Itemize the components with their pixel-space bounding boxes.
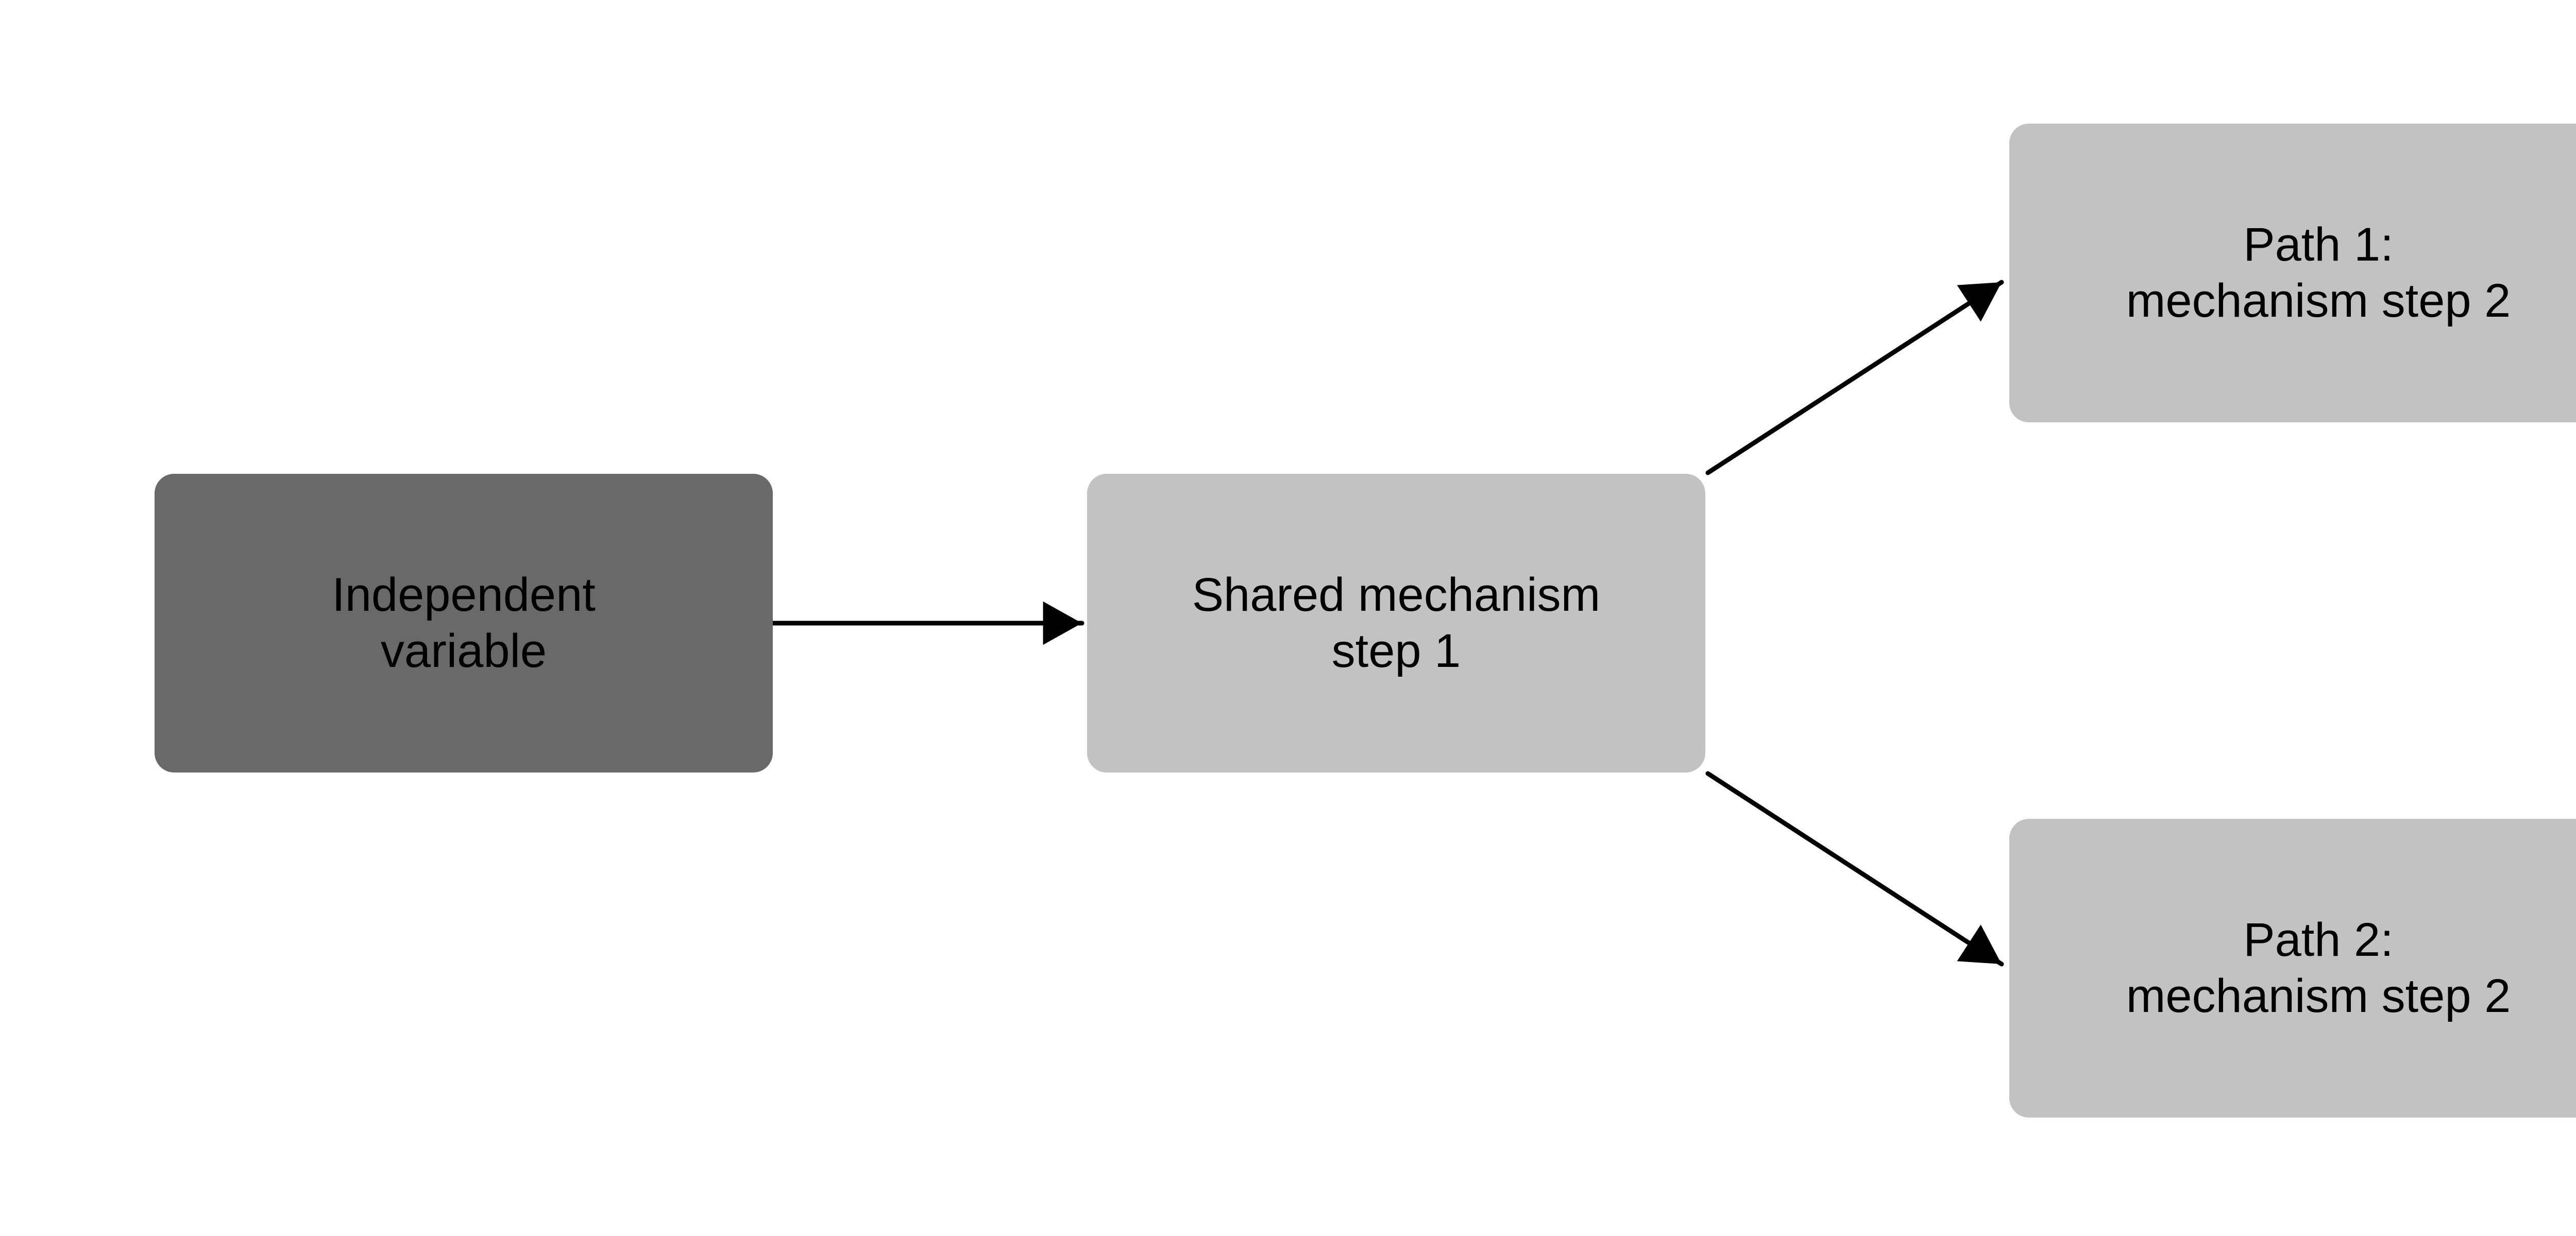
node-independent-variable: Independent variable (155, 474, 773, 772)
node-shared-mechanism-step-1: Shared mechanism step 1 (1087, 474, 1705, 772)
edge-shared-to-path2 (1705, 771, 2004, 967)
node-path-1-mechanism-step-2: Path 1: mechanism step 2 (2009, 124, 2576, 422)
edge-shared-to-path1 (1705, 280, 2004, 475)
node-path-2-mechanism-step-2: Path 2: mechanism step 2 (2009, 819, 2576, 1118)
